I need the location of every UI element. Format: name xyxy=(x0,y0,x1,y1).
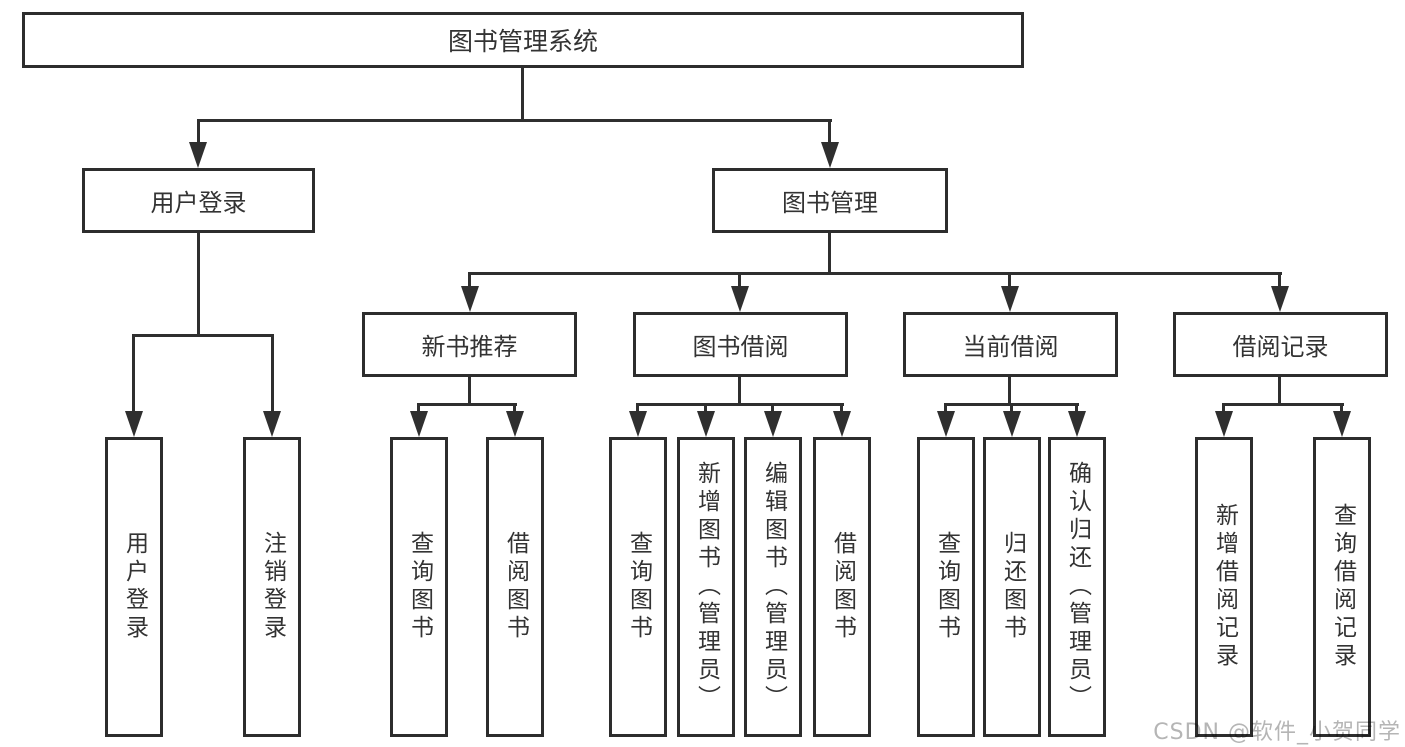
leaf-user-login: 用户登录 xyxy=(105,437,163,737)
connector-line xyxy=(132,334,274,337)
connector-line xyxy=(1278,377,1281,405)
leaf-borrow-query-books: 查询图书 xyxy=(609,437,667,737)
connector-line xyxy=(704,405,707,415)
node-library-management-system: 图书管理系统 xyxy=(22,12,1024,68)
node-book-borrowing: 图书借阅 xyxy=(633,312,848,377)
leaf-record-add-borrow-record: 新增借阅记录 xyxy=(1195,437,1253,737)
connector-line xyxy=(468,272,1282,275)
connector-line xyxy=(197,120,200,146)
leaf-borrow-borrow-books: 借阅图书 xyxy=(813,437,871,737)
node-user-login: 用户登录 xyxy=(82,168,315,233)
arrow-down-icon xyxy=(1215,411,1233,437)
arrow-down-icon xyxy=(629,411,647,437)
connector-line xyxy=(828,120,831,146)
connector-line xyxy=(271,336,274,414)
connector-line xyxy=(840,405,843,415)
leaf-current-return-books: 归还图书 xyxy=(983,437,1041,737)
arrow-down-icon xyxy=(461,286,479,312)
leaf-recommend-query-books: 查询图书 xyxy=(390,437,448,737)
connector-line xyxy=(197,233,200,335)
connector-line xyxy=(636,403,844,406)
connector-line xyxy=(1008,275,1011,289)
connector-line xyxy=(1010,405,1013,415)
csdn-watermark: CSDN @软件_小贺同学 xyxy=(1153,720,1401,745)
leaf-logout: 注销登录 xyxy=(243,437,301,737)
arrow-down-icon xyxy=(506,411,524,437)
leaf-recommend-borrow-books: 借阅图书 xyxy=(486,437,544,737)
node-book-management: 图书管理 xyxy=(712,168,948,233)
node-new-book-recommendation: 新书推荐 xyxy=(362,312,577,377)
leaf-record-query-borrow-record: 查询借阅记录 xyxy=(1313,437,1371,737)
arrow-down-icon xyxy=(1333,411,1351,437)
connector-line xyxy=(513,405,516,415)
arrow-down-icon xyxy=(1003,411,1021,437)
connector-line xyxy=(738,275,741,289)
connector-line xyxy=(1008,377,1011,405)
connector-line xyxy=(944,405,947,415)
connector-line xyxy=(828,233,831,273)
arrow-down-icon xyxy=(1001,286,1019,312)
node-current-borrowing: 当前借阅 xyxy=(903,312,1118,377)
connector-line xyxy=(468,275,471,289)
leaf-borrow-add-books-admin: 新增图书（管理员） xyxy=(677,437,735,737)
connector-line xyxy=(132,336,135,414)
arrow-down-icon xyxy=(263,411,281,437)
connector-line xyxy=(1222,403,1344,406)
connector-line xyxy=(771,405,774,415)
connector-line xyxy=(417,405,420,415)
connector-line xyxy=(636,405,639,415)
arrow-down-icon xyxy=(764,411,782,437)
leaf-current-confirm-return-admin: 确认归还（管理员） xyxy=(1048,437,1106,737)
connector-line xyxy=(417,403,517,406)
arrow-down-icon xyxy=(125,411,143,437)
connector-line xyxy=(1222,405,1225,415)
arrow-down-icon xyxy=(697,411,715,437)
connector-line xyxy=(944,403,1079,406)
leaf-current-query-books: 查询图书 xyxy=(917,437,975,737)
arrow-down-icon xyxy=(410,411,428,437)
arrow-down-icon xyxy=(1068,411,1086,437)
arrow-down-icon xyxy=(1271,286,1289,312)
node-borrowing-records: 借阅记录 xyxy=(1173,312,1388,377)
connector-line xyxy=(521,66,524,120)
connector-line xyxy=(1278,275,1281,289)
connector-line xyxy=(1340,405,1343,415)
connector-line xyxy=(468,377,471,405)
arrow-down-icon xyxy=(189,142,207,168)
arrow-down-icon xyxy=(937,411,955,437)
connector-line xyxy=(197,119,832,122)
connector-line xyxy=(1075,405,1078,415)
arrow-down-icon xyxy=(731,286,749,312)
leaf-borrow-edit-books-admin: 编辑图书（管理员） xyxy=(744,437,802,737)
arrow-down-icon xyxy=(833,411,851,437)
arrow-down-icon xyxy=(821,142,839,168)
connector-line xyxy=(738,377,741,405)
